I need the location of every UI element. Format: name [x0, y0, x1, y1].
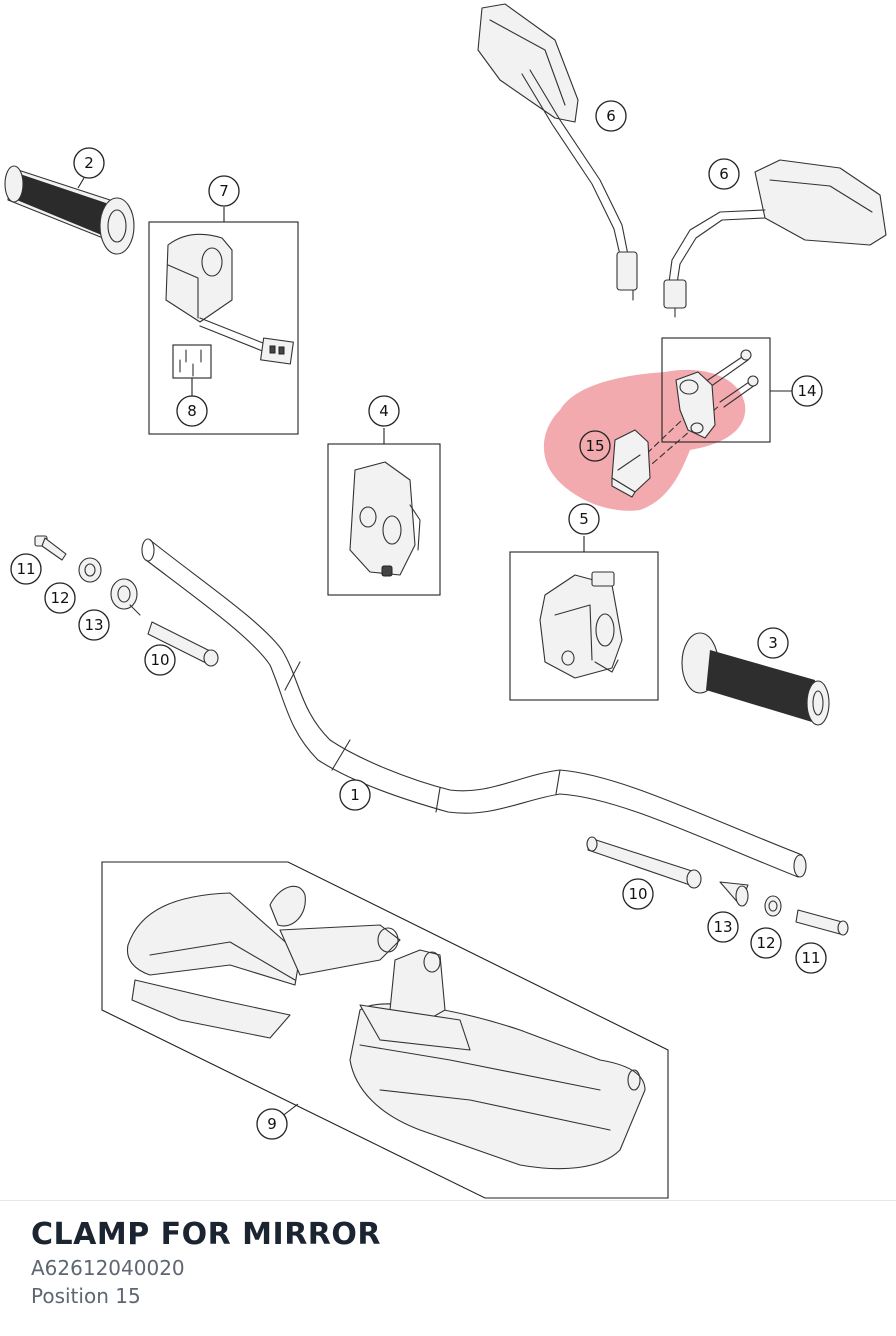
- callout-7-label: 7: [219, 182, 229, 200]
- callout-11-left[interactable]: 11: [10, 553, 42, 585]
- part-title: CLAMP FOR MIRROR: [31, 1217, 381, 1252]
- callout-8[interactable]: 8: [176, 395, 208, 427]
- callout-13-right[interactable]: 13: [707, 911, 739, 943]
- callout-9-label: 9: [267, 1115, 277, 1133]
- callout-4-label: 4: [379, 402, 389, 420]
- part-8-screws-box: [172, 344, 212, 379]
- part-9-box: [101, 861, 669, 1199]
- callout-1[interactable]: 1: [339, 779, 371, 811]
- right-bar-end-bolt[interactable]: [795, 909, 849, 936]
- left-hand-guard[interactable]: [126, 885, 401, 1039]
- handlebar[interactable]: [141, 538, 807, 878]
- callout-2[interactable]: 2: [73, 147, 105, 179]
- callout-6a-label: 6: [606, 107, 616, 125]
- left-handlebar-switch[interactable]: [349, 461, 421, 577]
- callout-8-label: 8: [187, 402, 197, 420]
- callout-2-label: 2: [84, 154, 94, 172]
- left-bar-end-cap[interactable]: [110, 578, 141, 616]
- callout-9[interactable]: 9: [256, 1108, 288, 1140]
- callout-4[interactable]: 4: [368, 395, 400, 427]
- part-info-footer: CLAMP FOR MIRROR A62612040020 Position 1…: [0, 1200, 896, 1336]
- callout-6b-label: 6: [719, 165, 729, 183]
- callout-12a-label: 12: [50, 589, 69, 607]
- part-number: A62612040020: [31, 1256, 185, 1280]
- callout-10-left[interactable]: 10: [144, 644, 176, 676]
- callout-13-left[interactable]: 13: [78, 609, 110, 641]
- right-bar-end-weight[interactable]: [586, 836, 702, 889]
- right-handlebar-switch[interactable]: [539, 571, 623, 679]
- callout-12-right[interactable]: 12: [750, 927, 782, 959]
- right-bar-end-cap[interactable]: [719, 881, 749, 907]
- callout-11a-label: 11: [16, 560, 35, 578]
- right-hand-guard[interactable]: [349, 949, 646, 1170]
- left-bar-end-bolt[interactable]: [34, 535, 67, 561]
- callout-12b-label: 12: [756, 934, 775, 952]
- callout-15-label: 15: [585, 437, 604, 455]
- callout-11-right[interactable]: 11: [795, 942, 827, 974]
- callout-13b-label: 13: [713, 918, 732, 936]
- part-position: Position 15: [31, 1284, 141, 1308]
- left-bar-end-washer[interactable]: [78, 557, 102, 583]
- callout-5[interactable]: 5: [568, 503, 600, 535]
- left-grip[interactable]: [4, 165, 135, 255]
- callout-11b-label: 11: [801, 949, 820, 967]
- callout-10a-label: 10: [150, 651, 169, 669]
- right-grip[interactable]: [681, 632, 830, 726]
- callout-15[interactable]: 15: [579, 430, 611, 462]
- callout-13a-label: 13: [84, 616, 103, 634]
- throttle-housing[interactable]: [165, 233, 294, 365]
- exploded-parts-diagram: 1 2 3 4 5 6 6 7 8 9 10 10 11 11 12 12 13…: [4, 3, 887, 1199]
- callout-14[interactable]: 14: [791, 375, 823, 407]
- callout-3[interactable]: 3: [757, 627, 789, 659]
- callout-1-label: 1: [350, 786, 360, 804]
- callout-10-right[interactable]: 10: [622, 878, 654, 910]
- mirror-clamp-lower[interactable]: [611, 429, 651, 498]
- callout-5-label: 5: [579, 510, 589, 528]
- mirror-clamp-upper[interactable]: [675, 371, 716, 439]
- right-bar-end-washer[interactable]: [764, 895, 782, 917]
- callout-6-right-mirror[interactable]: 6: [708, 158, 740, 190]
- screw-set[interactable]: [179, 349, 202, 377]
- part-14-box: [661, 337, 771, 443]
- left-bar-end-weight[interactable]: [147, 621, 219, 667]
- callout-14-label: 14: [797, 382, 816, 400]
- callout-6-left-mirror[interactable]: 6: [595, 100, 627, 132]
- callout-10b-label: 10: [628, 885, 647, 903]
- left-mirror[interactable]: [477, 3, 638, 301]
- callout-12-left[interactable]: 12: [44, 582, 76, 614]
- right-mirror[interactable]: [663, 159, 887, 318]
- callout-3-label: 3: [768, 634, 778, 652]
- callout-7[interactable]: 7: [208, 175, 240, 207]
